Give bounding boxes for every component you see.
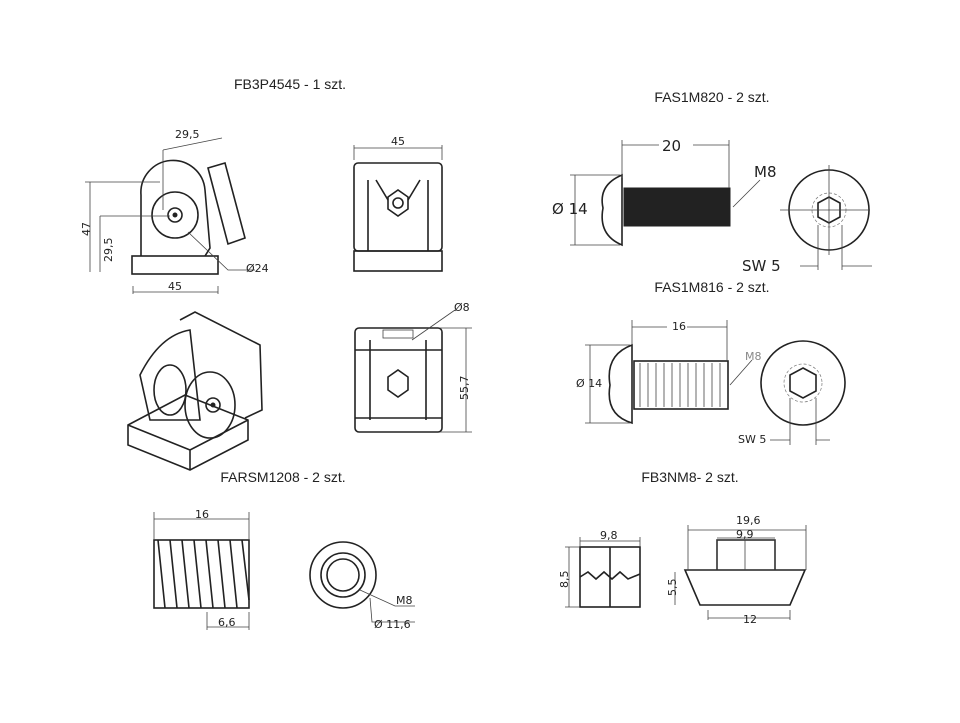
dim-label: SW 5 (742, 257, 781, 275)
part-title-fb3nm8: FB3NM8- 2 szt. (641, 469, 739, 485)
fb3nm8-drawing (565, 525, 807, 620)
dim-label: Ø8 (454, 301, 470, 314)
dim-label: Ø24 (246, 262, 269, 275)
dim-label: 47 (80, 222, 93, 236)
dim-label: M8 (396, 594, 413, 607)
part-title-fb3p4545: FB3P4545 - 1 szt. (233, 76, 347, 92)
dim-label: SW 5 (738, 433, 767, 446)
part-title-fas1m820: FAS1M820 - 2 szt. (654, 89, 770, 105)
dim-label: 29,5 (175, 128, 200, 141)
fb3p4545-side-view (85, 137, 255, 294)
dim-label: 8,5 (558, 570, 571, 589)
dim-label: 45 (391, 135, 405, 148)
fas1m816-drawing (585, 320, 846, 445)
fas1m820-drawing (570, 140, 872, 270)
part-title-farsm1208: FARSM1208 - 2 szt. (220, 469, 346, 485)
dim-label: 20 (662, 137, 682, 155)
dim-label: 29,5 (102, 237, 115, 263)
fb3p4545-front-view (353, 145, 443, 272)
dim-label: 6,6 (218, 616, 236, 629)
fb3p4545-iso-view (127, 311, 263, 471)
dim-label: 19,6 (736, 514, 761, 527)
dim-label: M8 (754, 163, 777, 181)
dim-label: 55,7 (458, 375, 471, 401)
dim-label: 9,8 (600, 529, 618, 542)
dim-label: 5,5 (666, 578, 679, 597)
dim-label: 16 (672, 320, 686, 333)
fb3p4545-top-view (354, 309, 472, 433)
dim-label: Ø 11,6 (374, 618, 411, 631)
dim-label: 16 (195, 508, 209, 521)
dim-label: M8 (745, 350, 762, 363)
dim-label: 9,9 (736, 528, 754, 541)
dim-label: 45 (168, 280, 182, 293)
dim-label: 12 (743, 613, 757, 626)
farsm1208-drawing (153, 512, 415, 630)
dim-label: Ø 14 (576, 377, 603, 390)
part-title-fas1m816: FAS1M816 - 2 szt. (654, 279, 770, 295)
dim-label: Ø 14 (552, 200, 588, 218)
